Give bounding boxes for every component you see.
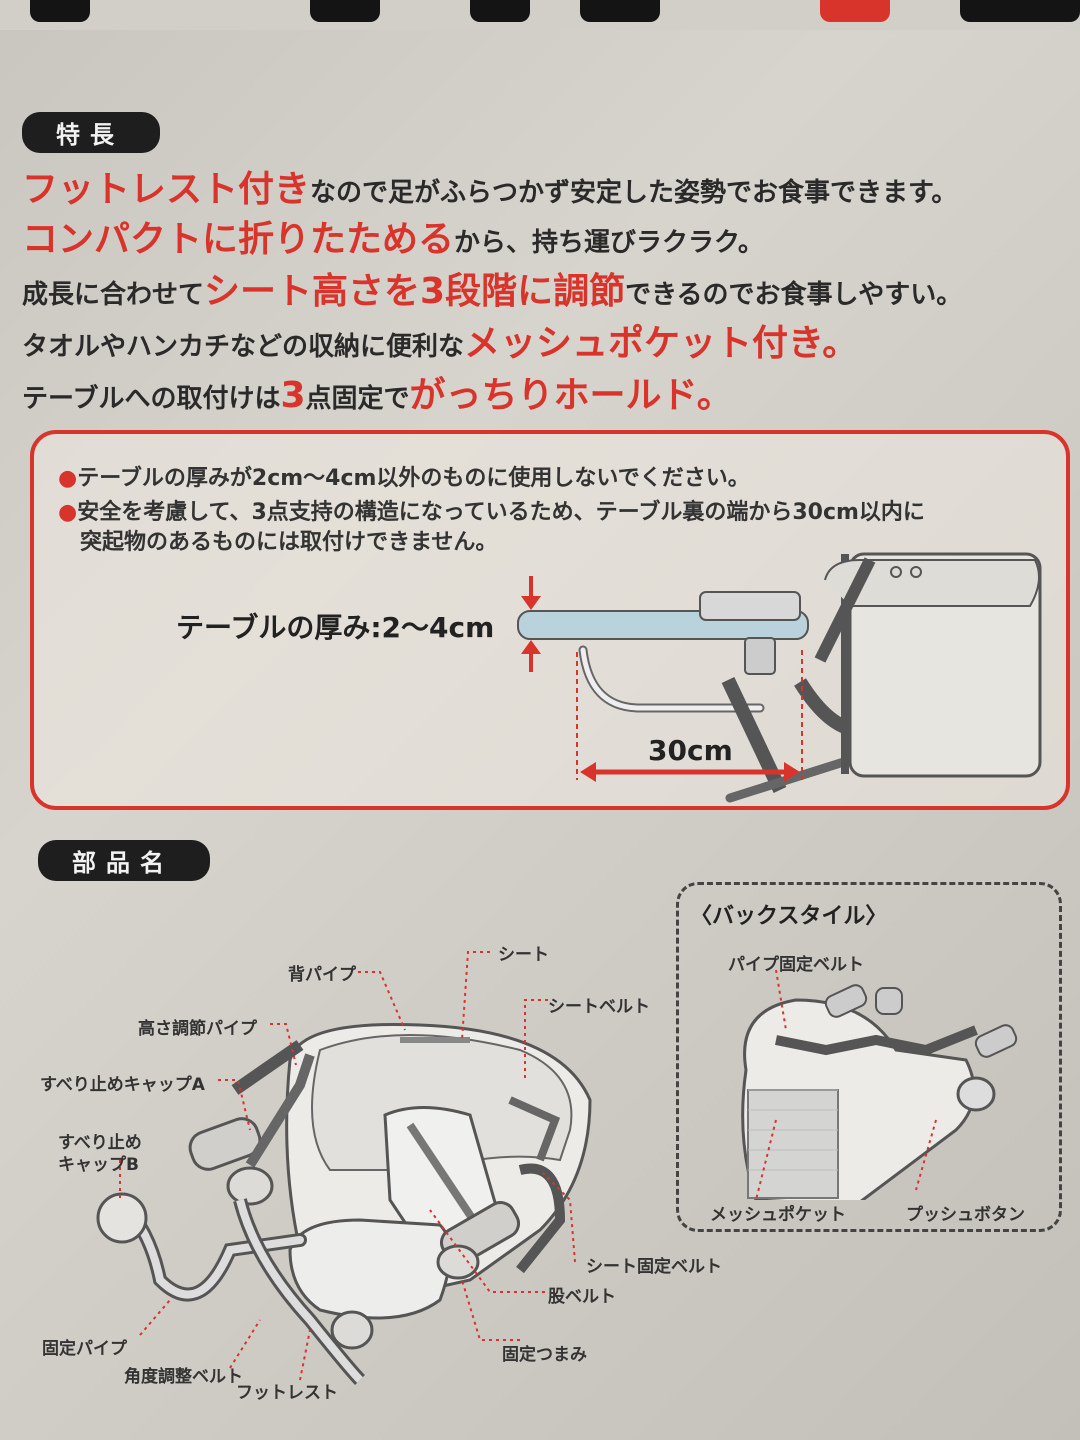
feature-line-1: フットレスト付きなので足がふらつかず安定した姿勢でお食事できます。 (22, 169, 958, 210)
parts-heading: 部品名 (38, 840, 210, 881)
feature-line-2: コンパクトに折りたためるから、持ち運びラクラク。 (22, 219, 764, 260)
back-style-box (676, 882, 1062, 1232)
warning-item-2: ●安全を考慮して、3点支持の構造になっているため、テーブル裏の端から30cm以内… (58, 500, 925, 525)
features-heading: 特長 (22, 112, 160, 153)
feature-line-4: タオルやハンカチなどの収納に便利なメッシュポケット付き。 (22, 323, 859, 364)
label-cap-b-line2: キャップB (58, 1155, 139, 1175)
label-seat: シート (498, 945, 549, 965)
label-angle-belt: 角度調整ベルト (124, 1367, 243, 1387)
feature-line-3: 成長に合わせてシート高さを3段階に調節できるのでお食事しやすい。 (22, 271, 963, 312)
label-pipe-fix-belt: パイプ固定ベルト (728, 955, 864, 975)
distance-arrow (580, 762, 800, 782)
label-footrest: フットレスト (236, 1383, 338, 1403)
label-crotch-belt: 股ベルト (548, 1287, 616, 1307)
warning-item-1: ●テーブルの厚みが2cm〜4cm以外のものに使用しないでください。 (58, 466, 750, 491)
title-glyph (580, 0, 660, 22)
chair-parts-diagram (96, 951, 592, 1385)
top-title-band (0, 0, 1080, 30)
label-mesh-pocket: メッシュポケット (710, 1205, 846, 1225)
label-height-pipe: 高さ調節パイプ (138, 1019, 257, 1039)
title-glyph (470, 0, 530, 22)
warning-item-3: 突起物のあるものには取付けできません。 (80, 530, 498, 555)
label-fix-pipe: 固定パイプ (42, 1339, 127, 1359)
chair-seat-side (848, 552, 1042, 778)
title-glyph (30, 0, 90, 22)
feature-line-5: テーブルへの取付けは3点固定でがっちりホールド。 (22, 375, 733, 416)
distance-label: 30cm (648, 734, 733, 767)
back-style-diagram (741, 970, 1018, 1200)
table-mount-diagram (517, 552, 1042, 803)
back-style-title: 〈バックスタイル〉 (690, 904, 888, 929)
title-glyph (310, 0, 380, 22)
label-back-pipe: 背パイプ (288, 965, 356, 985)
label-seat-fix-belt: シート固定ベルト (586, 1257, 722, 1277)
label-seat-belt: シートベルト (548, 997, 650, 1017)
label-cap-b-line1: すべり止め (58, 1133, 142, 1153)
title-glyph (820, 0, 890, 22)
label-push-button: プッシュボタン (906, 1205, 1025, 1225)
label-knob: 固定つまみ (502, 1345, 587, 1365)
label-cap-a: すべり止めキャップA (40, 1075, 205, 1095)
thickness-arrow (521, 576, 541, 672)
title-glyph (960, 0, 1080, 22)
thickness-label: テーブルの厚み:2〜4cm (176, 611, 495, 644)
